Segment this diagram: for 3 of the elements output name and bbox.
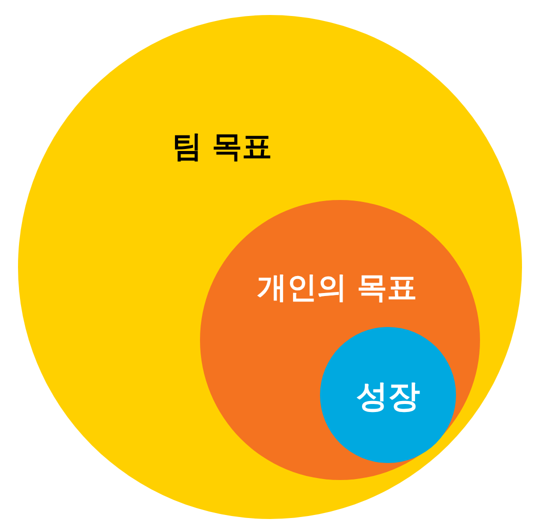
circle-label: 성장 — [356, 376, 420, 417]
circle-label: 개인의 목표 — [256, 270, 418, 308]
circle-label: 팀 목표 — [172, 128, 272, 166]
